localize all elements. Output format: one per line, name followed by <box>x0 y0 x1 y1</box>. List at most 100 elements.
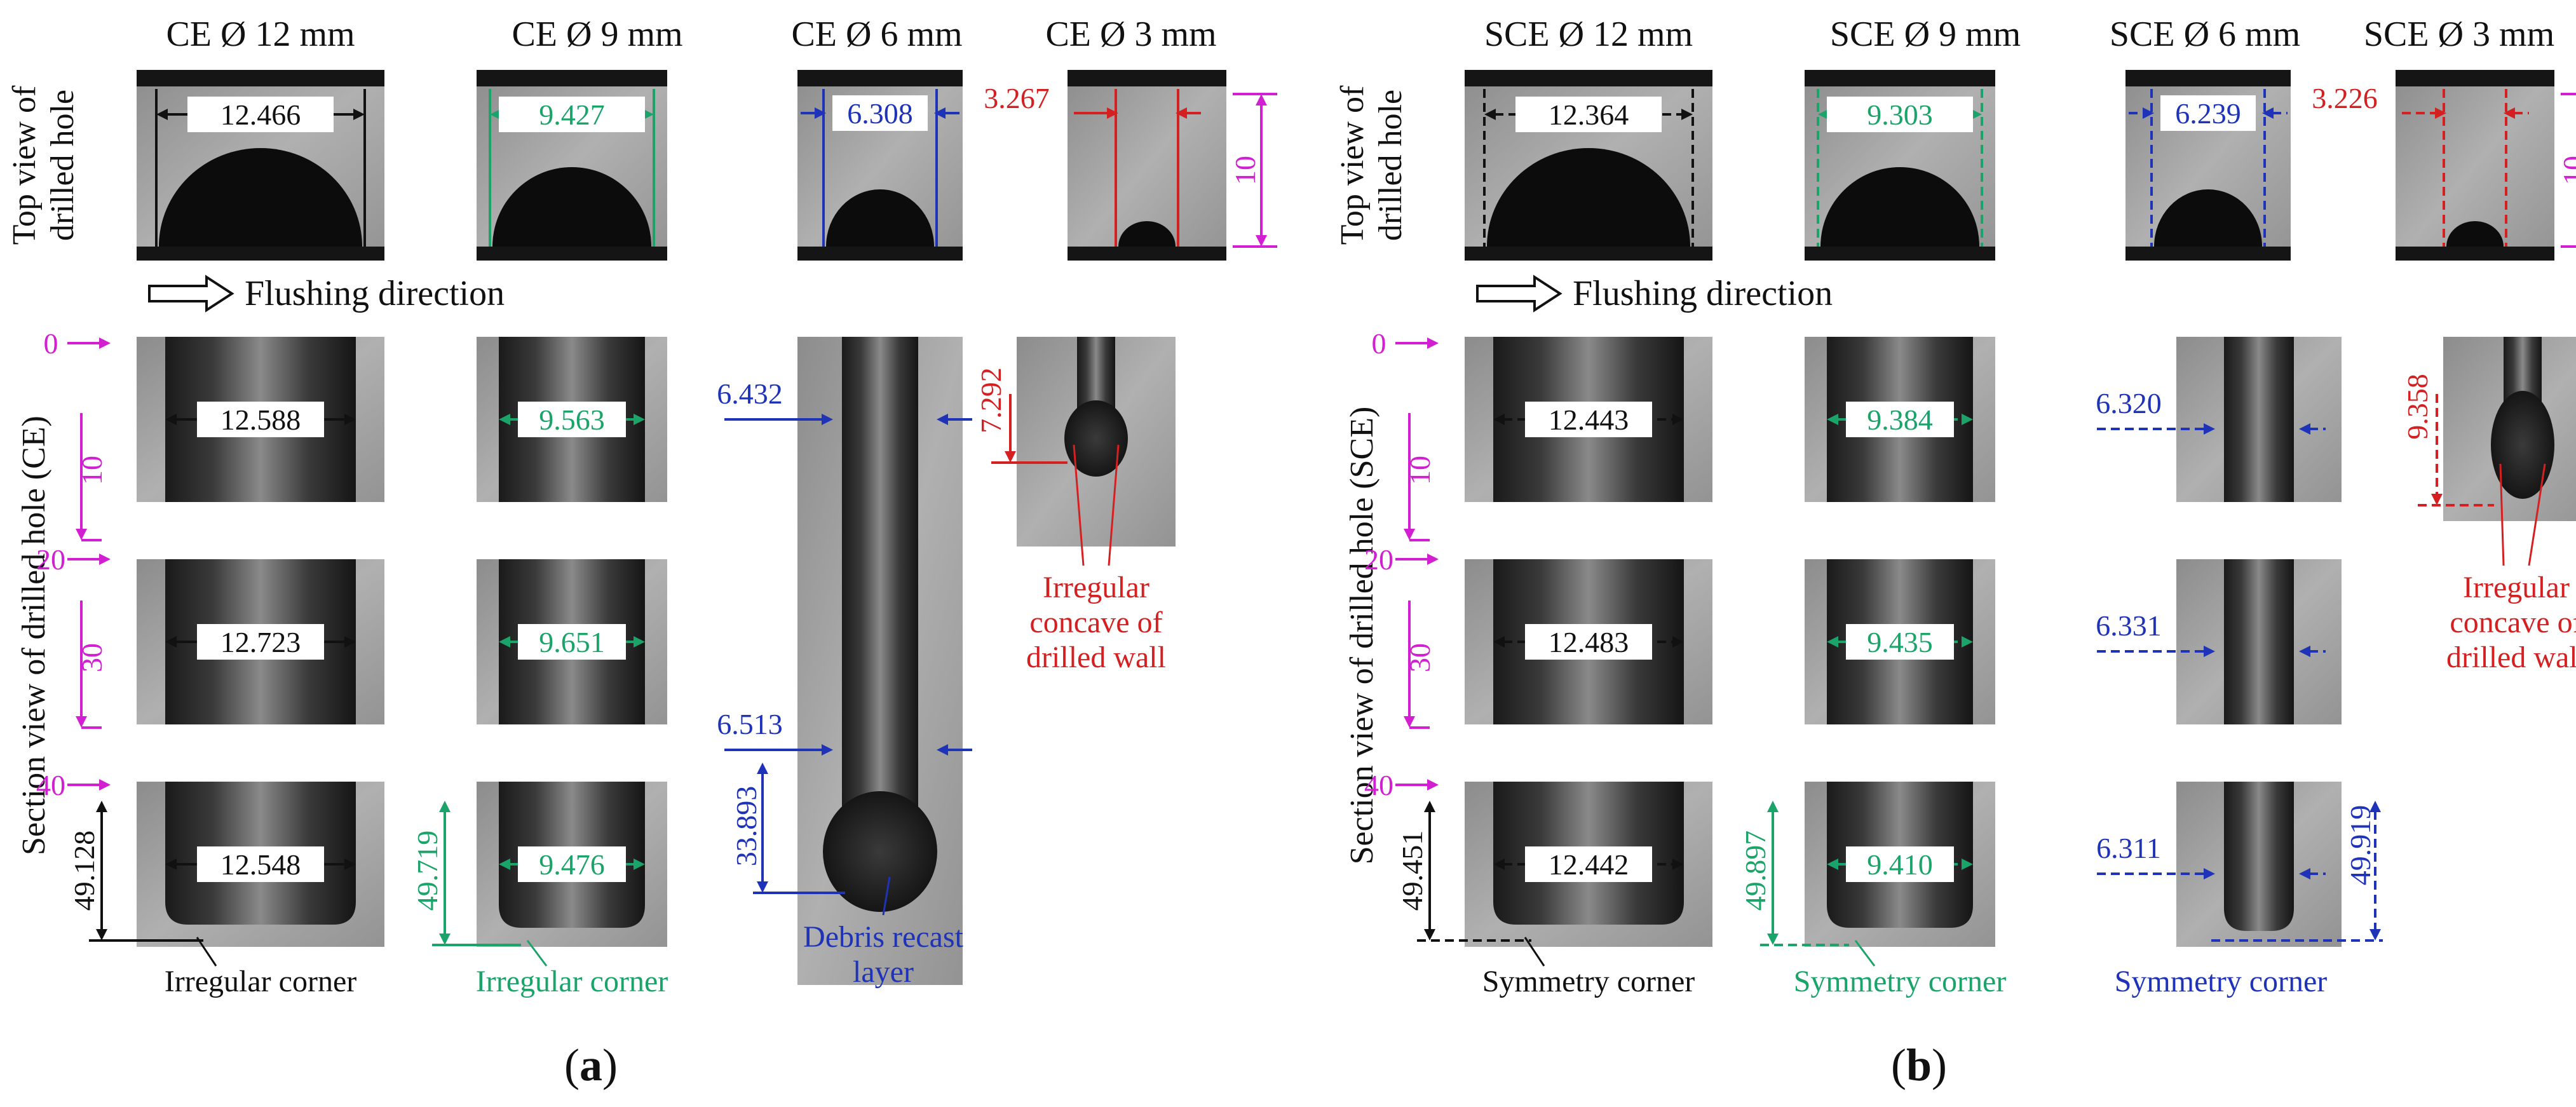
arrow-right <box>1672 859 1684 870</box>
label-background <box>1525 846 1652 882</box>
arrow-right <box>815 107 826 119</box>
arrow-left <box>165 414 177 425</box>
debris-lump <box>823 791 937 912</box>
arrow-left <box>165 859 177 870</box>
diameter-label: 12.466 <box>220 98 301 131</box>
arrow-right <box>353 109 365 120</box>
bottom-edge-band <box>137 247 384 261</box>
arrow-down <box>439 934 451 945</box>
depth-tick-label: 20 <box>36 543 65 576</box>
top-edge-band <box>477 70 667 86</box>
arrow-left <box>2299 646 2310 657</box>
hole-cross-section <box>2446 221 2504 247</box>
panel-label-part: ( <box>1891 1040 1906 1090</box>
panel-label-part: a <box>580 1040 602 1090</box>
arrow-right <box>1672 414 1684 425</box>
column-header: SCE Ø 6 mm <box>2110 15 2300 54</box>
label-background <box>832 95 928 131</box>
row-label-section: Section view of drilled hole (CE) <box>16 416 52 855</box>
arrow-right <box>1970 109 1982 120</box>
arrow-left <box>1484 109 1496 120</box>
diameter-label: 12.483 <box>1549 626 1629 658</box>
arrow-left <box>1493 859 1505 870</box>
bottom-edge-band <box>2396 247 2554 261</box>
arrow-left <box>1818 109 1829 120</box>
arrow-down <box>1005 451 1016 463</box>
label-background <box>518 624 626 660</box>
arrow-left <box>937 744 948 756</box>
row-label-top: drilled hole <box>1373 90 1409 241</box>
label-background <box>187 97 334 132</box>
arrow-right <box>2143 107 2154 119</box>
diameter-label: 6.331 <box>2096 609 2162 642</box>
hole-cross-section <box>1487 148 1690 247</box>
flushing-direction-label: Flushing direction <box>1573 274 1833 313</box>
debris-note: layer <box>853 955 914 989</box>
arrow-up <box>1767 801 1779 812</box>
hole-depth-label: 33.893 <box>730 786 763 867</box>
hole-cross-section <box>2154 189 2262 247</box>
debris-note: Debris recast <box>803 920 964 954</box>
label-background <box>197 624 324 660</box>
arrow-left <box>937 414 948 425</box>
label-background <box>1515 97 1662 132</box>
diameter-label: 3.226 <box>2312 82 2378 114</box>
debris-lump <box>1064 400 1128 477</box>
flushing-direction-arrow <box>148 275 234 313</box>
hole-cross-section <box>826 189 934 247</box>
column-header: SCE Ø 9 mm <box>1830 15 2021 54</box>
leader-line <box>1854 940 1876 967</box>
arrow-down <box>1256 235 1267 247</box>
label-background <box>518 846 626 882</box>
depth-tick-arrow <box>99 554 111 565</box>
depth-tick-label: 40 <box>1364 769 1393 801</box>
arrow-up <box>2369 801 2381 812</box>
arrow-left <box>156 109 168 120</box>
arrow-right <box>634 636 645 648</box>
arrow-right <box>822 744 833 756</box>
leader-line <box>1073 444 1085 566</box>
column-header: SCE Ø 3 mm <box>2364 15 2554 54</box>
panel-label-part: ) <box>602 1040 618 1090</box>
arrow-right <box>344 636 356 648</box>
label-background <box>499 97 645 132</box>
depth-tick-label: 0 <box>44 327 58 360</box>
panel-label-part: ( <box>564 1040 580 1090</box>
corner-note: Symmetry corner <box>1794 965 2007 998</box>
arrow-left <box>934 107 946 119</box>
label-background <box>1525 624 1652 660</box>
arrow-down <box>96 929 107 941</box>
hole-depth-label: 49.897 <box>1739 831 1772 911</box>
bottom-edge-band <box>2125 247 2291 261</box>
diameter-label: 12.588 <box>220 404 301 436</box>
row-label-section: Section view of drilled hole (SCE) <box>1344 407 1380 865</box>
diameter-label: 9.303 <box>1867 98 1933 131</box>
hole-depth-label: 49.719 <box>411 831 444 911</box>
flushing-direction-label: Flushing direction <box>245 274 505 313</box>
depth-span-label: 30 <box>1404 643 1436 672</box>
arrow-right <box>634 414 645 425</box>
arrow-left <box>165 636 177 648</box>
column-header: CE Ø 3 mm <box>1045 15 1216 54</box>
depth-tick-label: 40 <box>36 769 65 801</box>
top-edge-band <box>1068 70 1226 86</box>
arrow-right <box>344 414 356 425</box>
leader-line <box>1108 444 1120 566</box>
depth-span-arrow <box>76 716 87 728</box>
diameter-label: 12.548 <box>220 848 301 881</box>
wall-note: concave of <box>2450 606 2576 639</box>
panel-label: (a) <box>564 1040 618 1090</box>
hole-depth-label: 49.128 <box>68 831 100 911</box>
arrow-left <box>1493 636 1505 648</box>
arrow-left <box>2262 107 2274 119</box>
arrow-down <box>1424 929 1435 941</box>
arrow-right <box>1107 107 1118 119</box>
label-background <box>2160 95 2256 131</box>
top-edge-band <box>2125 70 2291 86</box>
top-edge-band <box>1805 70 1995 86</box>
diameter-label: 9.563 <box>539 404 605 436</box>
arrow-right <box>634 859 645 870</box>
label-background <box>1846 846 1954 882</box>
